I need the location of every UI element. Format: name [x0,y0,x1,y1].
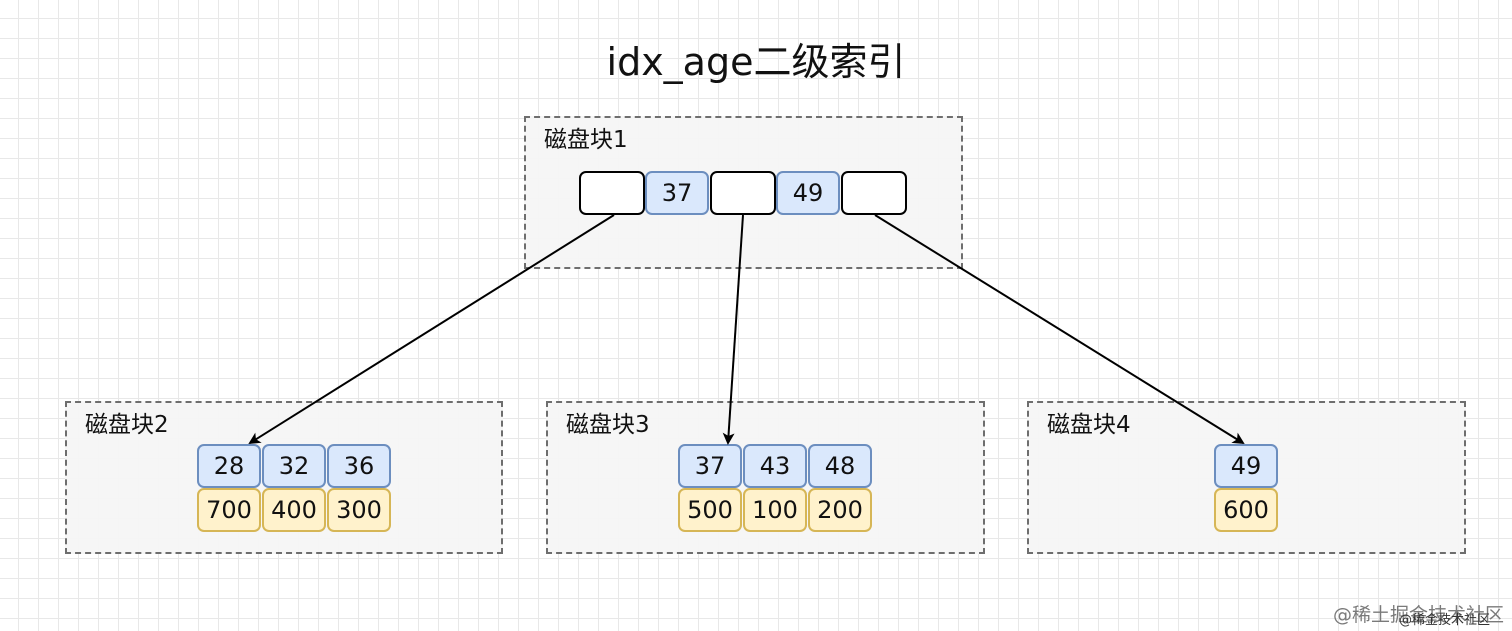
disk-block-2-label: 磁盘块2 [85,412,169,438]
root-key-1: 37 [645,171,709,215]
root-pointer-1 [579,171,645,215]
leaf-3-key-3: 48 [808,444,872,488]
disk-block-1-label: 磁盘块1 [544,127,628,153]
leaf-3-key-1: 37 [678,444,742,488]
disk-block-4-label: 磁盘块4 [1047,412,1131,438]
root-pointer-2 [710,171,776,215]
leaf-4-value-1: 600 [1214,488,1278,532]
root-pointer-3 [841,171,907,215]
watermark-overlay: @稀金技术社区 [1398,613,1490,628]
leaf-3-key-2: 43 [743,444,807,488]
leaf-2-value-3: 300 [327,488,391,532]
watermark: @稀土掘金技术社区 [1332,604,1504,626]
root-key-2: 49 [776,171,840,215]
leaf-4-key-1: 49 [1214,444,1278,488]
leaf-2-key-3: 36 [327,444,391,488]
disk-block-3-label: 磁盘块3 [566,412,650,438]
leaf-2-value-1: 700 [197,488,261,532]
leaf-3-value-1: 500 [678,488,742,532]
leaf-2-key-2: 32 [262,444,326,488]
leaf-2-value-2: 400 [262,488,326,532]
diagram-title: idx_age二级索引 [606,40,906,84]
leaf-2-key-1: 28 [197,444,261,488]
leaf-3-value-3: 200 [808,488,872,532]
leaf-3-value-2: 100 [743,488,807,532]
